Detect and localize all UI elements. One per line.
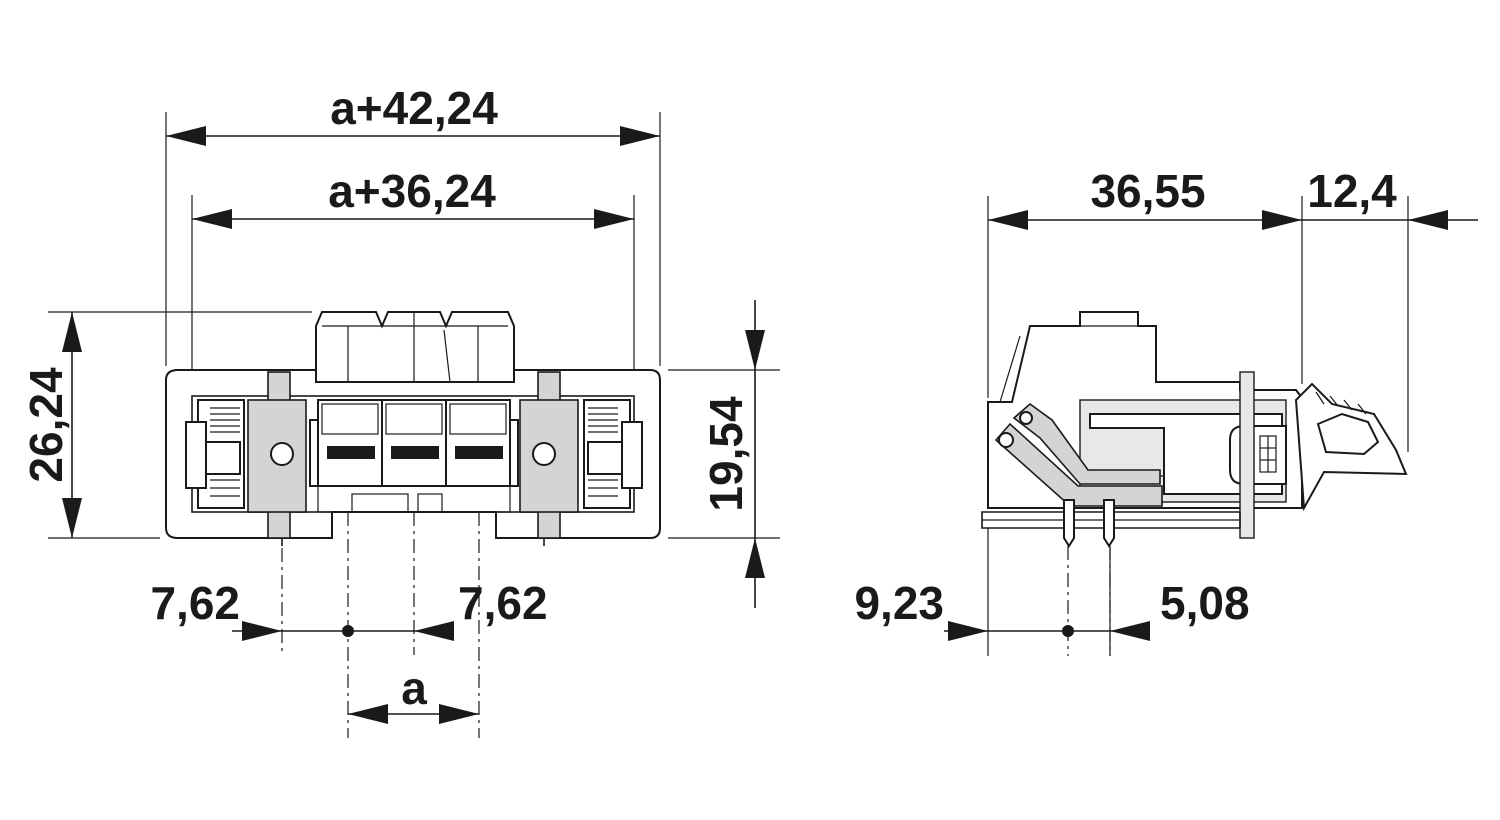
dimension-body-height: 19,54 (700, 300, 765, 608)
depth-label: 36,55 (1090, 165, 1205, 217)
pitch-label: a (401, 662, 427, 714)
body-height-label: 19,54 (700, 396, 752, 512)
overall-width-label: a+42,24 (330, 82, 498, 134)
pin-pitch-label: 5,08 (1160, 577, 1250, 629)
height-label: 26,24 (20, 367, 72, 483)
front-view: a+42,24 a+36,24 26,24 19,54 (20, 82, 780, 738)
contact-cell (381, 399, 447, 487)
dimension-overall-width: a+42,24 (166, 82, 660, 146)
dimension-left-offset: 7,62 (150, 577, 348, 641)
lever-label: 12,4 (1307, 165, 1397, 217)
inner-width-label: a+36,24 (328, 165, 496, 217)
side-view: 36,55 12,4 (854, 165, 1478, 656)
dimension-lever: 12,4 (1302, 165, 1478, 230)
contact-cell (317, 399, 383, 487)
left-offset-label: 7,62 (150, 577, 240, 629)
dimension-pitch: a (348, 662, 479, 724)
right-offset-label: 7,62 (458, 577, 548, 629)
dimension-inner-width: a+36,24 (192, 165, 634, 229)
pin-offset-label: 9,23 (854, 577, 944, 629)
dimension-pin-pitch: 5,08 (1068, 577, 1250, 641)
dimension-height: 26,24 (20, 312, 82, 538)
dimension-pin-offset: 9,23 (854, 577, 1068, 641)
dimension-right-offset: 7,62 (348, 577, 548, 641)
dimension-depth: 36,55 (988, 165, 1302, 230)
contact-cell (445, 399, 511, 487)
